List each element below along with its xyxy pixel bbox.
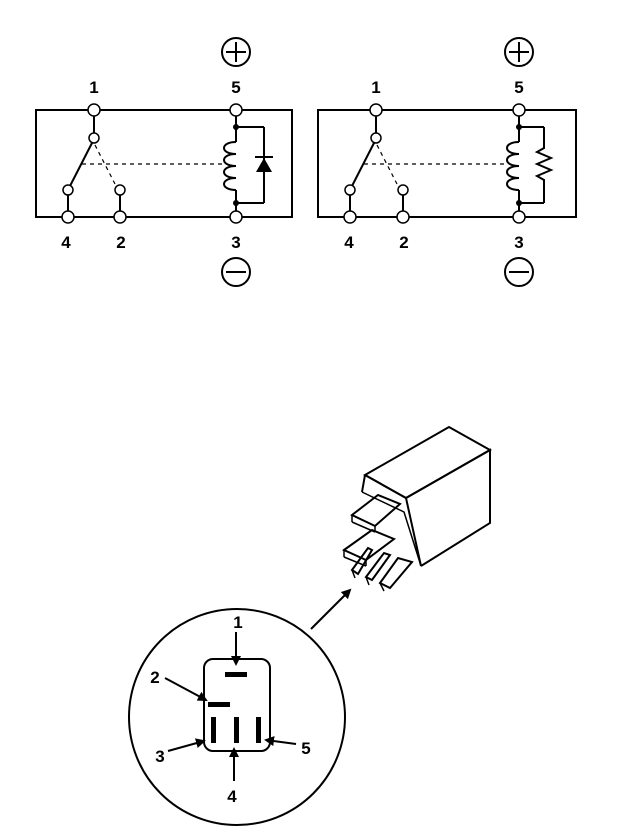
- switch-no-contact: [397, 184, 409, 196]
- relay-blade-terminal: [350, 493, 402, 533]
- plus-circle-icon: [504, 37, 534, 67]
- switch-no-contact: [114, 184, 126, 196]
- terminal-label-1: 1: [371, 78, 380, 97]
- terminal-1: [87, 103, 101, 117]
- terminal-3: [512, 210, 526, 224]
- switch-arm: [351, 142, 375, 187]
- terminal-5: [512, 103, 526, 117]
- terminal-label-5: 5: [231, 78, 240, 97]
- terminal-label-3: 3: [514, 233, 523, 252]
- terminal-label-1: 1: [89, 78, 98, 97]
- coil-icon: [223, 141, 237, 191]
- terminal-4: [61, 210, 75, 224]
- relay-housing-outline: [35, 109, 293, 218]
- pin-callout-arrow-5: [264, 736, 297, 747]
- pin-callout-label-3: 3: [155, 747, 164, 766]
- terminal-4: [343, 210, 357, 224]
- relay-housing-outline: [317, 109, 577, 218]
- terminal-1: [369, 103, 383, 117]
- callout-arrow: [310, 588, 352, 630]
- pin-slot-4: [234, 717, 239, 743]
- terminal-2: [396, 210, 410, 224]
- resistor-icon: [534, 127, 554, 203]
- diode-icon: [255, 127, 273, 203]
- terminal-label-3: 3: [231, 233, 240, 252]
- relay-blade-terminal: [364, 551, 392, 586]
- pin-callout-arrow-3: [167, 738, 206, 752]
- terminal-5: [229, 103, 243, 117]
- minus-circle-icon: [504, 257, 534, 287]
- terminal-label-4: 4: [344, 233, 354, 252]
- left-relay-schematic: 1 5 4 2 3: [35, 37, 293, 287]
- relay-body-illustration: [342, 425, 493, 592]
- terminal-label-2: 2: [399, 233, 408, 252]
- switch-arm: [69, 142, 93, 187]
- pin-callout-arrow-2: [164, 677, 208, 701]
- relay-blade-terminal: [350, 546, 374, 579]
- switch-nc-contact: [344, 184, 356, 196]
- magnified-connector-view: 1 2 3 4 5: [128, 608, 346, 826]
- pin-callout-label-2: 2: [150, 668, 159, 687]
- minus-circle-icon: [221, 257, 251, 287]
- switch-common-contact: [88, 132, 100, 144]
- terminal-3: [229, 210, 243, 224]
- pin-callout-label-5: 5: [301, 739, 310, 758]
- plus-circle-icon: [221, 37, 251, 67]
- pin-callout-label-4: 4: [227, 787, 237, 806]
- pin-slot-2: [208, 702, 230, 707]
- terminal-label-4: 4: [61, 233, 71, 252]
- right-relay-schematic: 1 5 4 2 3: [317, 37, 577, 287]
- pin-callout-label-1: 1: [233, 613, 242, 632]
- relay-blade-terminal: [378, 556, 414, 592]
- pin-slot-5: [256, 717, 261, 743]
- magnifier-circle: [128, 608, 346, 826]
- terminal-2: [113, 210, 127, 224]
- terminal-label-2: 2: [116, 233, 125, 252]
- switch-nc-contact: [62, 184, 74, 196]
- switch-common-contact: [370, 132, 382, 144]
- pin-slot-1: [225, 672, 247, 677]
- pin-slot-3: [211, 717, 216, 743]
- coil-icon: [506, 141, 520, 191]
- terminal-label-5: 5: [514, 78, 523, 97]
